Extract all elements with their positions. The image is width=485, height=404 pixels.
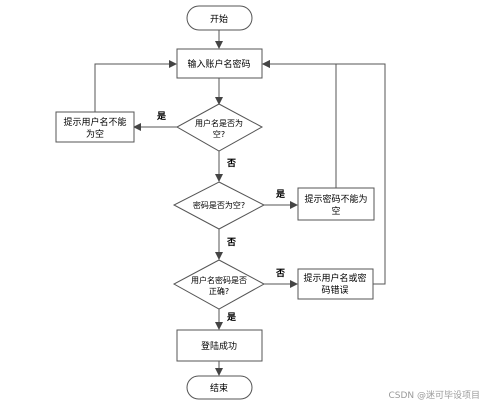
- end-label: 结束: [210, 382, 228, 394]
- decision-correct-label-1: 用户名密码是否: [191, 275, 247, 285]
- edge-label-no-username: 否: [226, 158, 236, 169]
- message-password-empty: [297, 187, 375, 221]
- watermark: CSDN @迷可毕设项目: [388, 389, 480, 401]
- message-error-label-1: 提示用户名或密: [303, 272, 366, 284]
- input-label: 输入账户名密码: [187, 58, 250, 70]
- decision-username-empty: [175, 103, 264, 152]
- edge-label-no-password: 否: [226, 237, 236, 248]
- input-node: [176, 48, 263, 79]
- edge-msg-err-loop: [262, 60, 386, 285]
- edge-label-yes-correct: 是: [226, 312, 237, 323]
- decision-credentials-correct: [172, 259, 266, 310]
- message-credentials-error: [297, 268, 374, 300]
- success-node: [176, 329, 263, 362]
- start-label: 开始: [210, 13, 228, 25]
- decision-password-label: 密码是否为空?: [193, 200, 245, 210]
- message-error-label-2: 码错误: [321, 284, 348, 296]
- decision-password-empty: [172, 181, 266, 230]
- success-label: 登陆成功: [201, 340, 237, 352]
- end-node: [186, 375, 253, 400]
- message-username-label-2: 为空: [86, 128, 104, 140]
- decision-username-label-2: 空?: [213, 129, 225, 139]
- start-node: [186, 5, 253, 31]
- message-username-empty: [55, 111, 135, 143]
- message-password-label-2: 空: [331, 205, 340, 217]
- message-password-label-1: 提示密码不能为: [304, 193, 367, 205]
- edge-label-yes-password: 是: [275, 189, 286, 200]
- message-username-label-1: 提示用户名不能: [63, 116, 126, 128]
- edge-label-no-correct: 否: [275, 268, 285, 279]
- decision-correct-label-2: 正确?: [209, 286, 229, 296]
- edge-msg-pwd-loop: [262, 60, 337, 188]
- decision-username-label-1: 用户名是否为: [195, 118, 243, 128]
- edge-msg-user-loop: [94, 60, 177, 112]
- edge-label-yes-username: 是: [156, 111, 167, 122]
